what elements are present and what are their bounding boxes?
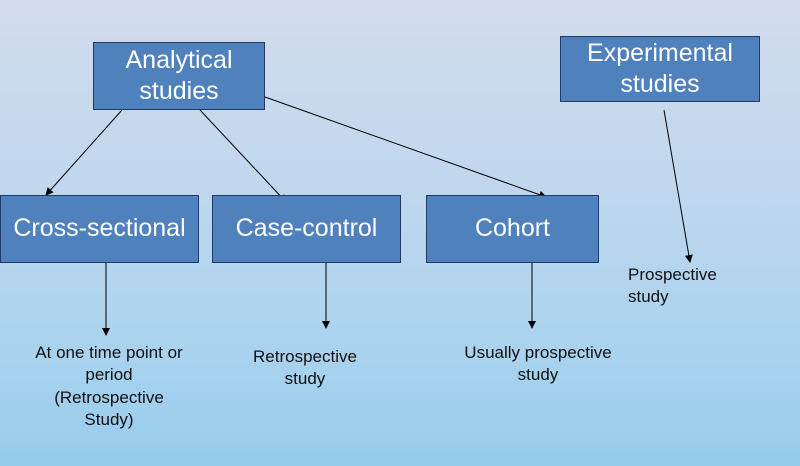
- arrow-analytical-to-cross-sectional: [45, 109, 123, 196]
- experimental-note: Prospective study: [628, 265, 717, 307]
- cross-sectional-note: At one time point or period (Retrospecti…: [35, 343, 183, 430]
- experimental-studies-box: Experimental studies: [560, 36, 760, 102]
- cross-sectional-label: Cross-sectional: [13, 214, 186, 243]
- analytical-studies-label: Analytical studies: [125, 45, 233, 105]
- case-control-box: Case-control: [212, 195, 401, 263]
- arrow-analytical-to-case-control: [199, 109, 287, 203]
- cohort-box: Cohort: [426, 195, 599, 263]
- arrow-experimental-to-prospective: [663, 109, 693, 263]
- analytical-studies-box: Analytical studies: [93, 42, 265, 110]
- case-control-label: Case-control: [235, 214, 378, 243]
- experimental-studies-label: Experimental studies: [587, 38, 733, 98]
- cohort-note: Usually prospective study: [464, 343, 612, 385]
- cohort-label: Cohort: [474, 214, 551, 243]
- cross-sectional-box: Cross-sectional: [0, 195, 199, 263]
- case-control-note: Retrospective study: [253, 347, 357, 389]
- arrow-analytical-to-cohort: [264, 96, 547, 199]
